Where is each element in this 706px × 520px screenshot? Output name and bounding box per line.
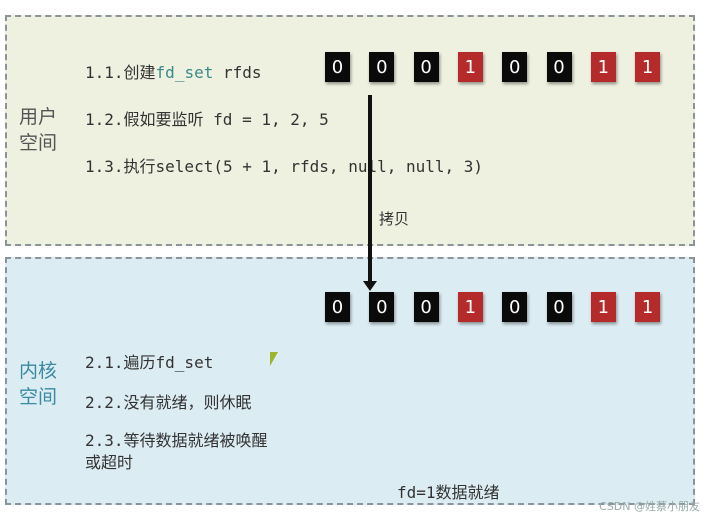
copy-arrow bbox=[368, 95, 372, 283]
label-line: 内核 bbox=[19, 360, 58, 382]
step-text: rfds bbox=[213, 63, 262, 82]
bit-cell: 1 bbox=[635, 292, 661, 322]
step-1-1: 1.1.创建fd_set rfds bbox=[85, 59, 262, 83]
mouse-cursor-icon bbox=[270, 352, 278, 366]
step-2-1: 2.1.遍历fd_set bbox=[85, 353, 214, 372]
bit-cell: 0 bbox=[369, 292, 395, 322]
watermark: CSDN @姓蔡小朋友 bbox=[599, 500, 700, 513]
bit-cell: 0 bbox=[546, 52, 572, 82]
user-space-label: 用户 空间 bbox=[19, 104, 63, 156]
arrow-head-icon bbox=[363, 281, 377, 291]
step-1-3: 1.3.执行select(5 + 1, rfds, null, null, 3) bbox=[85, 157, 484, 176]
keyword: fd_set bbox=[155, 63, 214, 82]
bit-cell: 0 bbox=[325, 292, 350, 322]
bit-cell: 0 bbox=[502, 52, 528, 82]
step-line: 2.3.等待数据就绪被唤醒 bbox=[85, 431, 268, 450]
bit-cell: 1 bbox=[457, 292, 483, 322]
bit-cell: 1 bbox=[590, 52, 616, 82]
copy-label: 拷贝 bbox=[379, 210, 410, 228]
step-2-2: 2.2.没有就绪，则休眠 bbox=[85, 393, 252, 412]
step-line: 或超时 bbox=[85, 453, 134, 472]
bit-cell: 0 bbox=[325, 52, 350, 82]
step-2-3: 2.3.等待数据就绪被唤醒 或超时 bbox=[85, 430, 268, 474]
bit-cell: 0 bbox=[502, 292, 528, 322]
bit-cell: 1 bbox=[457, 52, 483, 82]
user-space-region bbox=[5, 15, 695, 246]
kernel-space-label: 内核 空间 bbox=[19, 358, 63, 410]
bit-cell: 1 bbox=[590, 292, 616, 322]
kernel-space-region bbox=[5, 257, 695, 505]
label-line: 空间 bbox=[19, 386, 58, 408]
bit-cell: 1 bbox=[635, 52, 661, 82]
label-line: 用户 bbox=[19, 106, 58, 128]
bit-cell: 0 bbox=[546, 292, 572, 322]
bit-cell: 0 bbox=[369, 52, 395, 82]
bit-cell: 0 bbox=[413, 292, 439, 322]
ready-note: fd=1数据就绪 bbox=[397, 483, 500, 502]
step-1-2: 1.2.假如要监听 fd = 1, 2, 5 bbox=[85, 110, 329, 129]
step-text: 1.1.创建 bbox=[85, 63, 156, 82]
label-line: 空间 bbox=[19, 132, 58, 154]
bit-cell: 0 bbox=[413, 52, 439, 82]
